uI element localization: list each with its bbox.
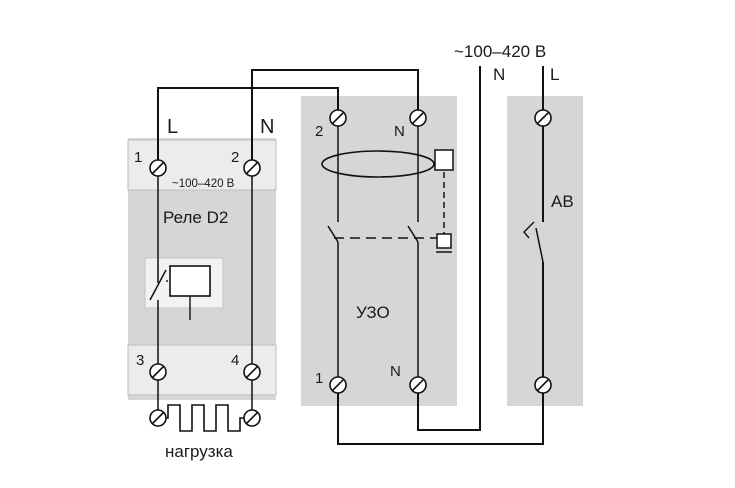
rcd-contact-n <box>407 225 419 243</box>
relay-name-label: Реле D2 <box>163 208 228 227</box>
wires <box>149 66 544 445</box>
rcd-terminal-n-top <box>409 109 427 127</box>
rcd-trip-actuator <box>436 233 452 249</box>
relay-n-label: N <box>260 116 274 138</box>
relay-terminal-4 <box>243 363 261 381</box>
supply-voltage-label: ~100–420 В <box>454 42 546 61</box>
supply-l-label: L <box>550 65 559 84</box>
rcd-contact-l <box>327 225 339 243</box>
load-label: нагрузка <box>165 442 233 461</box>
rcd-sense-coil <box>434 149 454 171</box>
breaker-name-label: АВ <box>551 192 574 211</box>
wire-relay-n-feed <box>251 69 419 168</box>
breaker-trip-arrow <box>523 221 535 239</box>
load-resistor <box>165 404 245 432</box>
relay-rating-label: ~100–420 В <box>172 178 235 190</box>
relay-terminal-1-label: 1 <box>134 149 142 166</box>
relay-l-label: L <box>167 116 178 138</box>
load-terminal-right <box>243 409 261 427</box>
rcd-terminal-n-bottom <box>409 376 427 394</box>
relay-coil <box>169 265 211 297</box>
supply-n-label: N <box>493 65 505 84</box>
rcd-terminal-n-bottom-label: N <box>390 363 401 380</box>
rcd-terminal-2 <box>329 109 347 127</box>
relay-terminal-4-label: 4 <box>231 352 239 369</box>
wire-supply-n <box>417 66 481 431</box>
rcd-module <box>301 96 457 406</box>
breaker-terminal-top <box>534 109 552 127</box>
load-terminal-left <box>149 409 167 427</box>
relay-terminal-3 <box>149 363 167 381</box>
relay-terminal-1 <box>149 159 167 177</box>
rcd-terminal-2-label: 2 <box>315 123 323 140</box>
breaker-terminal-bottom <box>534 376 552 394</box>
relay-contact <box>149 269 167 301</box>
breaker-contact <box>535 227 544 263</box>
rcd-terminal-1 <box>329 376 347 394</box>
wire-relay-l-feed <box>157 87 339 168</box>
wire-breaker-lower <box>337 262 544 445</box>
relay-terminal-2 <box>243 159 261 177</box>
rcd-terminal-n-top-label: N <box>394 123 405 140</box>
rcd-name-label: УЗО <box>356 303 390 322</box>
rcd-terminal-1-label: 1 <box>315 370 323 387</box>
terminals <box>149 109 552 427</box>
relay-terminal-3-label: 3 <box>136 352 144 369</box>
relay-terminal-2-label: 2 <box>231 149 239 166</box>
breaker-module <box>507 96 583 406</box>
